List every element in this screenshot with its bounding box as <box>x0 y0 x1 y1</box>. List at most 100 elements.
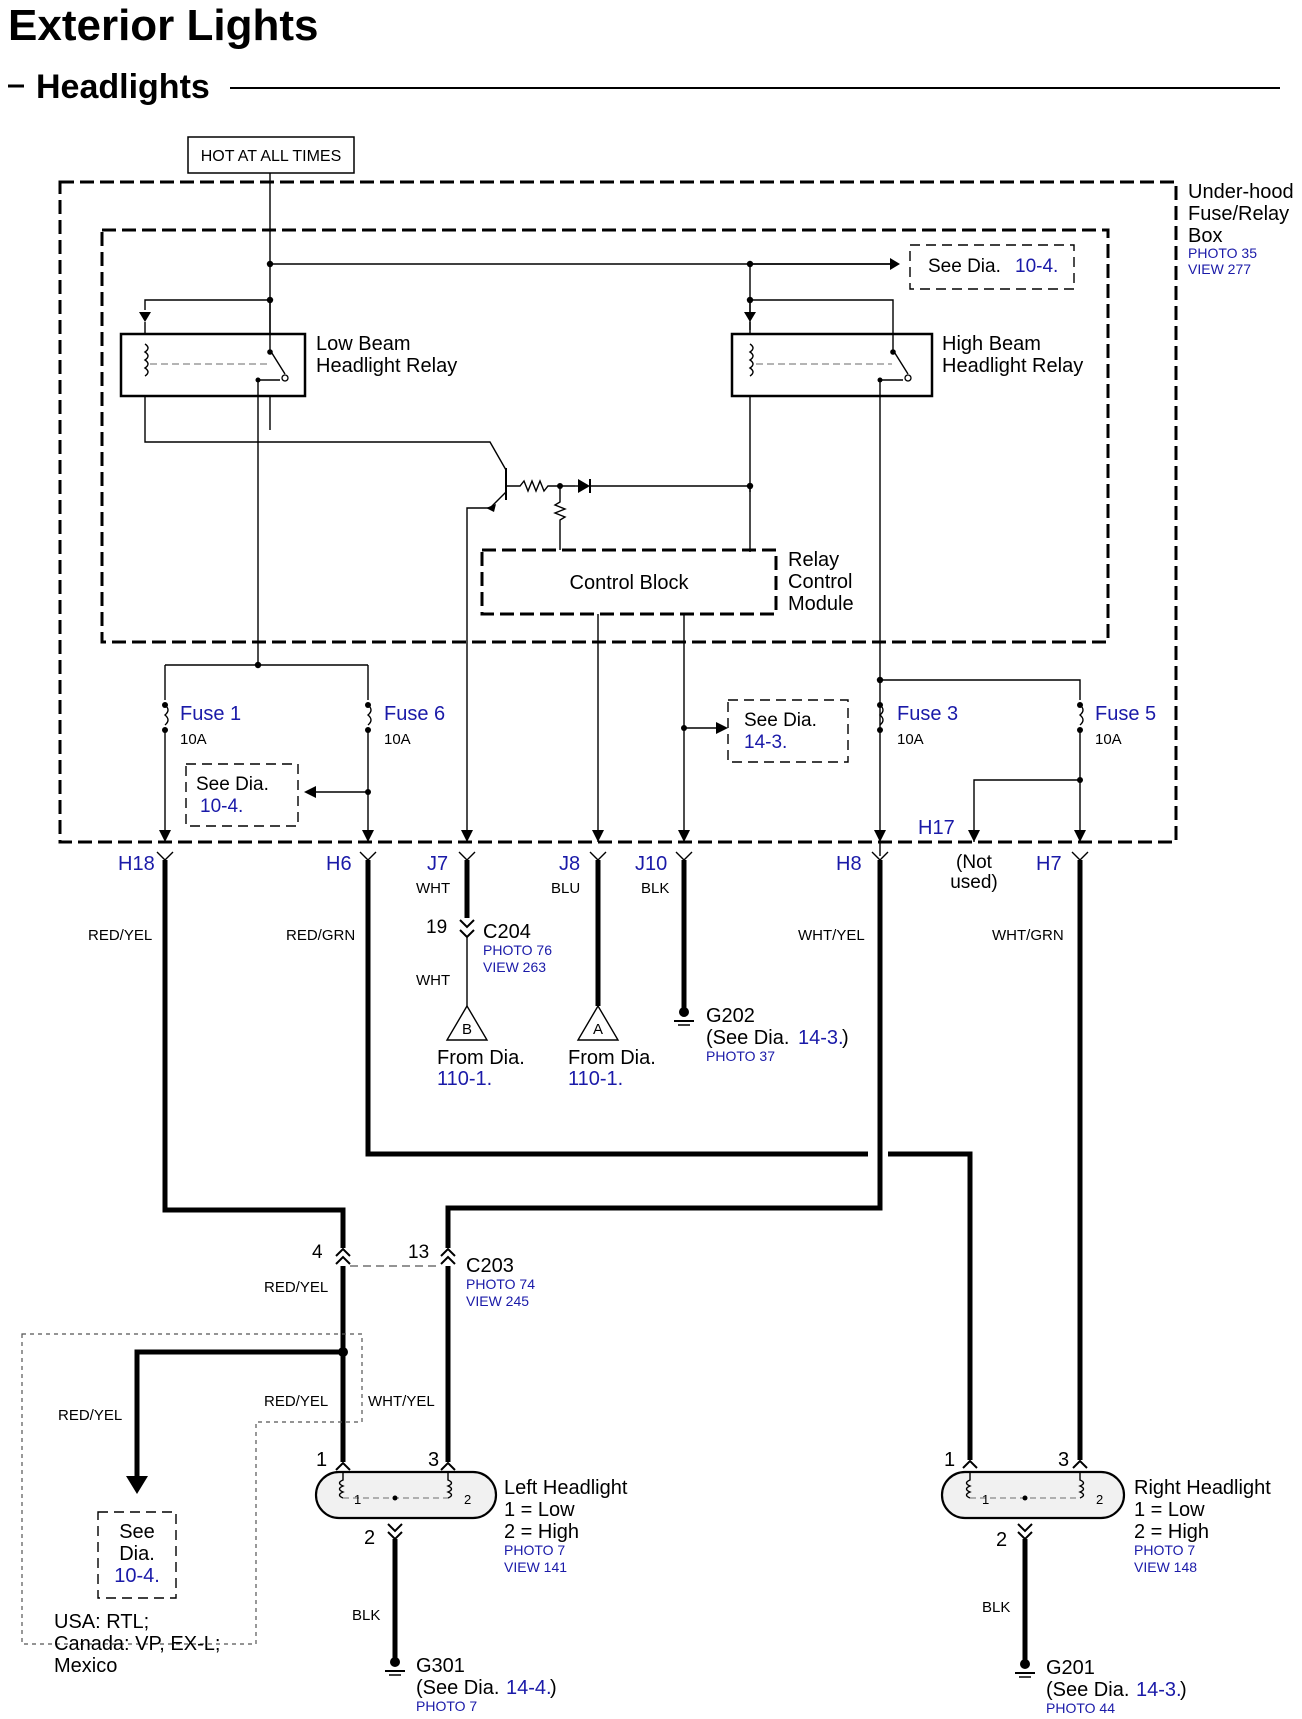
g301-see: (See Dia. <box>416 1677 499 1699</box>
wire-c203-right-color: WHT/YEL <box>368 1393 435 1410</box>
terminal-j10: J10 <box>635 853 667 875</box>
right-headlight-photo: PHOTO 7 <box>1134 1542 1195 1558</box>
g201-photo: PHOTO 44 <box>1046 1700 1115 1716</box>
wire-h18-color: RED/YEL <box>88 927 152 944</box>
market-option-boundary <box>21 1333 363 1645</box>
terminal-h17: H17 <box>918 817 955 839</box>
g301-close: ) <box>550 1677 557 1699</box>
left-pin-3: 3 <box>428 1449 439 1471</box>
fuse-3-label: Fuse 3 <box>897 703 958 725</box>
g301-link[interactable]: 14-4. <box>506 1677 552 1699</box>
module-label-2: Control <box>788 571 852 593</box>
connector-b-triangle <box>445 1004 489 1041</box>
wire-h18-red-yel <box>162 860 346 1248</box>
g301-name: G301 <box>416 1655 465 1677</box>
c204-photo: PHOTO 76 <box>483 942 552 958</box>
see-dia-ref-fuse6 <box>185 763 299 827</box>
see-dia-fuse6-link[interactable]: 10-4. <box>200 796 243 817</box>
ground-g201-symbol <box>1015 1659 1035 1678</box>
from-a-link[interactable]: 110-1. <box>568 1068 623 1090</box>
wire-branch-color: RED/YEL <box>264 1393 328 1410</box>
terminal-h18: H18 <box>118 853 155 875</box>
fuse-1-rating: 10A <box>180 731 207 748</box>
terminal-j8: J8 <box>559 853 580 875</box>
c203-name: C203 <box>466 1255 514 1277</box>
right-pin-2: 2 <box>996 1529 1007 1551</box>
c204-name: C204 <box>483 921 531 943</box>
see-dia-bottom-link[interactable]: 10-4. <box>114 1565 160 1587</box>
fuse-5-label: Fuse 5 <box>1095 703 1156 725</box>
wire-left-gnd-color: BLK <box>352 1607 380 1624</box>
right-headlight <box>940 1459 1126 1541</box>
hot-at-all-times-label: HOT AT ALL TIMES <box>201 148 342 165</box>
c203-photo: PHOTO 74 <box>466 1276 535 1292</box>
left-headlight-view: VIEW 141 <box>504 1559 567 1575</box>
see-dia-bottom-line1: See <box>119 1521 155 1543</box>
fuse-5-rating: 10A <box>1095 731 1122 748</box>
see-dia-bottom-line2: Dia. <box>119 1543 155 1565</box>
left-inner-pin-2: 2 <box>464 1492 471 1507</box>
from-b-text: From Dia. <box>437 1047 525 1069</box>
control-block-label: Control Block <box>570 572 690 594</box>
branch-arrow <box>126 1476 148 1494</box>
terminal-h8: H8 <box>836 853 862 875</box>
from-b-link[interactable]: 110-1. <box>437 1068 492 1090</box>
c204-pin: 19 <box>426 917 447 938</box>
left-headlight-low: 1 = Low <box>504 1499 575 1521</box>
see-dia-top-link[interactable]: 10-4. <box>1015 256 1058 277</box>
control-block <box>480 548 778 616</box>
high-beam-relay-label-1: High Beam <box>942 333 1041 355</box>
g201-close: ) <box>1180 1679 1187 1701</box>
hot-at-all-times-box <box>187 136 355 174</box>
low-beam-relay <box>119 300 507 665</box>
relay-driver-transistor <box>466 468 754 842</box>
g201-link[interactable]: 14-3. <box>1136 1679 1182 1701</box>
g201-name: G201 <box>1046 1657 1095 1679</box>
fuse-bus-left <box>162 661 372 842</box>
g202-name: G202 <box>706 1005 755 1027</box>
ground-g301-symbol <box>385 1657 405 1676</box>
wire-j10-color: BLK <box>641 880 669 897</box>
right-headlight-low: 1 = Low <box>1134 1499 1205 1521</box>
see-dia-top-prefix: See Dia. <box>928 256 1001 277</box>
low-beam-relay-label-1: Low Beam <box>316 333 411 355</box>
left-headlight-name: Left Headlight <box>504 1477 628 1499</box>
see-dia-ref-j10 <box>727 699 849 763</box>
page-subtitle: Headlights <box>36 68 210 106</box>
wire-h6-red-grn-b <box>888 1151 973 1460</box>
market-note-1: USA: RTL; <box>54 1611 149 1633</box>
g202-close: ) <box>842 1027 849 1049</box>
g202-photo: PHOTO 37 <box>706 1048 775 1064</box>
market-note-3: Mexico <box>54 1655 117 1677</box>
connector-a-letter: A <box>593 1021 603 1038</box>
see-dia-j10-link[interactable]: 14-3. <box>744 732 787 753</box>
wire-right-gnd-color: BLK <box>982 1599 1010 1616</box>
module-label-3: Module <box>788 593 854 615</box>
market-note-2: Canada: VP, EX-L; <box>54 1633 220 1655</box>
module-label-1: Relay <box>788 549 839 571</box>
c203-view: VIEW 245 <box>466 1293 529 1309</box>
fuse-6-rating: 10A <box>384 731 411 748</box>
right-pin-3: 3 <box>1058 1449 1069 1471</box>
fuse-6-label: Fuse 6 <box>384 703 445 725</box>
see-dia-j10-prefix: See Dia. <box>744 710 817 731</box>
fuse-bus-right <box>876 676 1084 842</box>
fuse-3-rating: 10A <box>897 731 924 748</box>
wire-h6-color: RED/GRN <box>286 927 355 944</box>
wire-branch-red-yel <box>134 1349 343 1478</box>
left-pin-1: 1 <box>316 1449 327 1471</box>
left-pin-2: 2 <box>364 1527 375 1549</box>
terminal-h6: H6 <box>326 853 352 875</box>
wire-j7-color: WHT <box>416 880 450 897</box>
c203-pin-right: 13 <box>408 1242 429 1263</box>
g301-photo: PHOTO 7 <box>416 1698 477 1714</box>
high-beam-relay <box>730 299 934 856</box>
right-headlight-high: 2 = High <box>1134 1521 1209 1543</box>
wire-h8-color: WHT/YEL <box>798 927 865 944</box>
relay-control-module-boundary <box>100 228 1110 644</box>
right-headlight-name: Right Headlight <box>1134 1477 1271 1499</box>
g202-link[interactable]: 14-3. <box>798 1027 844 1049</box>
g202-see: (See Dia. <box>706 1027 789 1049</box>
box-label-1: Under-hood <box>1188 181 1294 203</box>
